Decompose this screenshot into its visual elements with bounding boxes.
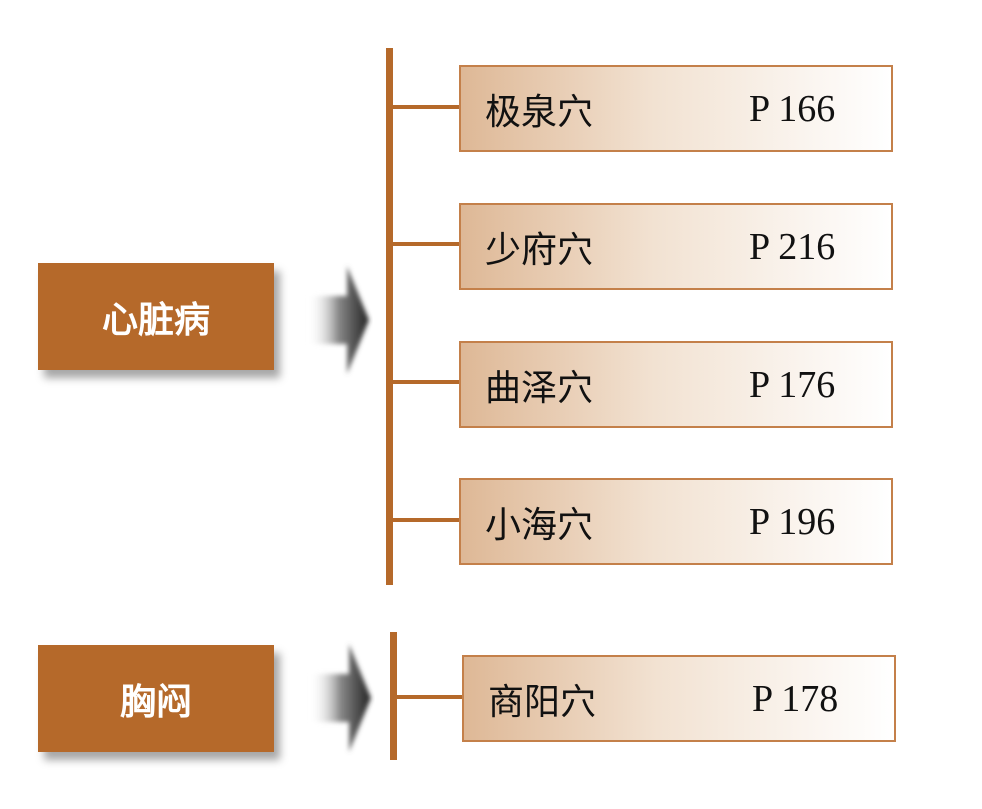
acupoint-name: 小海穴: [485, 504, 594, 546]
connector-trunk: [386, 48, 393, 585]
acupoint-item: 极泉穴 P 166: [459, 65, 893, 152]
connector-branch: [393, 380, 459, 384]
acupoint-item: 商阳穴 P 178: [462, 655, 896, 742]
acupoint-name: 商阳穴: [488, 681, 597, 723]
page-reference: P 216: [749, 225, 836, 268]
connector-branch: [393, 518, 459, 522]
page-reference: P 196: [749, 500, 836, 543]
acupoint-name: 曲泽穴: [485, 367, 594, 409]
connector-branch: [393, 105, 459, 109]
page-reference: P 176: [749, 363, 836, 406]
category-box-chest-tightness: 胸闷: [38, 645, 274, 752]
acupoint-name: 少府穴: [485, 229, 594, 271]
acupoint-item: 小海穴 P 196: [459, 478, 893, 565]
acupoint-item: 曲泽穴 P 176: [459, 341, 893, 428]
connector-branch: [397, 695, 462, 699]
page-reference: P 166: [749, 87, 836, 130]
page-reference: P 178: [752, 677, 839, 720]
acupoint-item: 少府穴 P 216: [459, 203, 893, 290]
connector-branch: [393, 242, 459, 246]
acupoint-name: 极泉穴: [485, 91, 594, 133]
arrow-right-icon: [308, 266, 369, 374]
connector-trunk: [390, 632, 397, 760]
category-box-heart-disease: 心脏病: [38, 263, 274, 370]
arrow-right-icon: [310, 644, 371, 752]
